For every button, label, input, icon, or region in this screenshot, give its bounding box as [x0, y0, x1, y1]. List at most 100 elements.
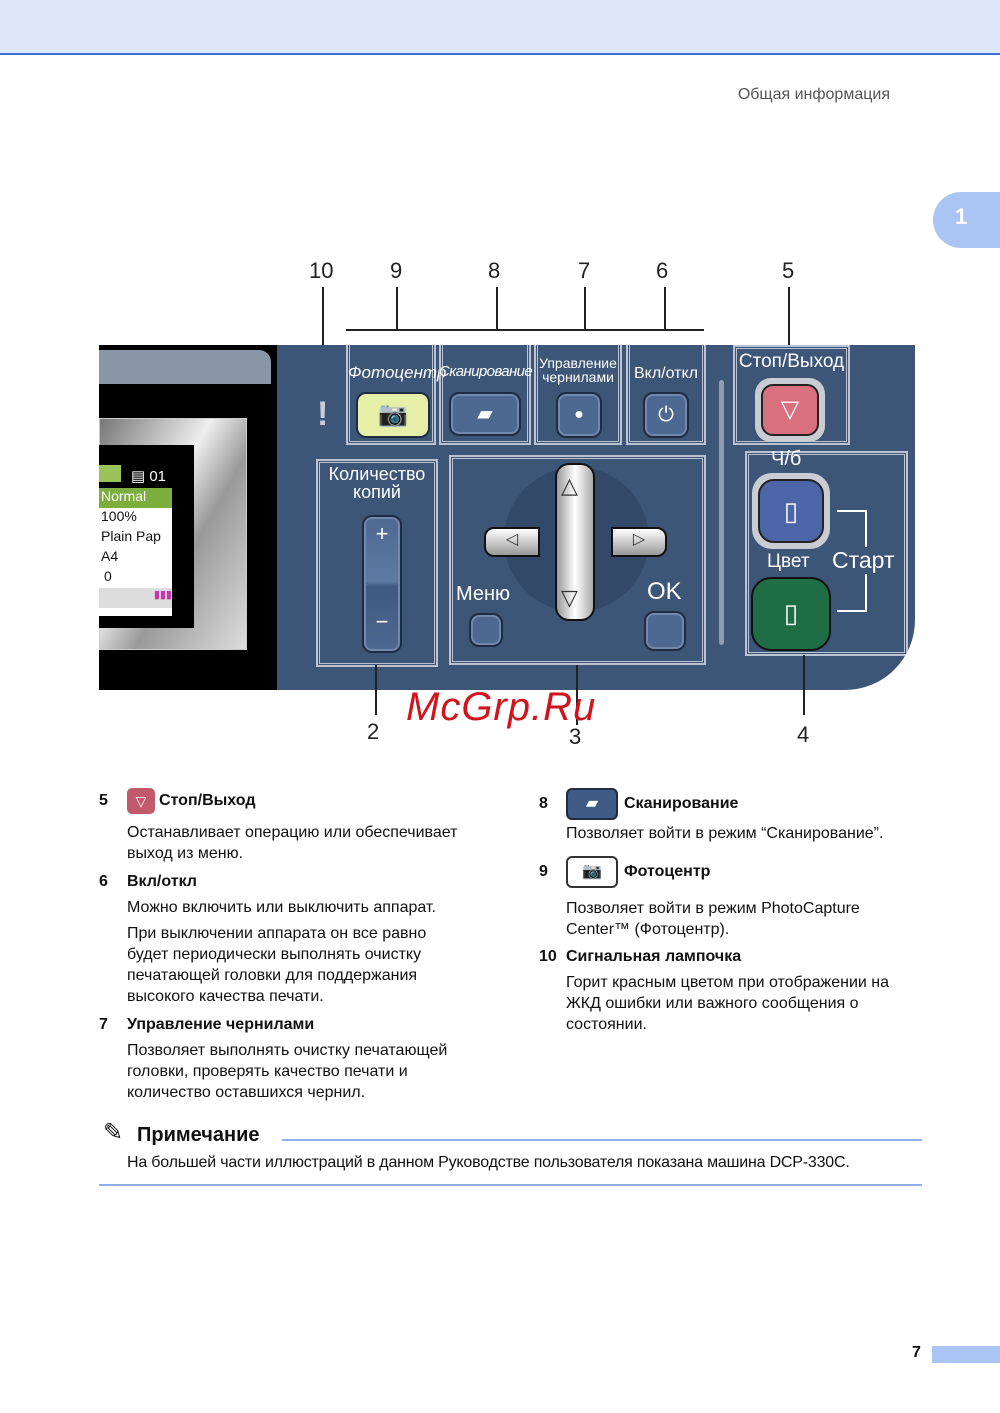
callout-5: 5 — [782, 258, 795, 283]
power-label: Вкл/откл — [633, 365, 699, 382]
copies-label-1: Количество — [328, 464, 426, 484]
stop-button[interactable]: ▽ — [755, 378, 825, 442]
callout-7: 7 — [578, 258, 591, 283]
copies-label-2: копий — [353, 482, 401, 502]
item-description: Позволяет выполнять очистку печатающей г… — [127, 1042, 448, 1101]
item-title: Управление чернилами — [127, 1016, 315, 1033]
power-group — [626, 345, 706, 445]
callout-4: 4 — [797, 722, 810, 747]
right-arrow-button[interactable]: ▷ — [611, 527, 667, 557]
callout-line — [496, 287, 498, 329]
item-title: Сканирование — [624, 795, 739, 812]
note-rule — [282, 1139, 922, 1141]
item-6-heading: 6 Вкл/откл — [99, 873, 499, 891]
item-title: Сигнальная лампочка — [566, 948, 742, 965]
item-number: 5 — [99, 792, 108, 809]
nav-vertical — [555, 463, 595, 621]
page-number: 7 — [912, 1344, 921, 1361]
color-start-button[interactable]: ▯ — [751, 577, 831, 651]
lcd-screen: ▤ 01 Normal 100% Plain Pap A4 0 ▮▮▮ — [99, 445, 194, 628]
callout-line — [576, 665, 578, 725]
color-label: Цвет — [767, 551, 810, 572]
callout-10: 10 — [309, 258, 334, 283]
callout-line — [803, 655, 805, 715]
callout-line — [664, 287, 666, 329]
chapter-tab[interactable]: 1 — [933, 192, 1000, 248]
item-description: Позволяет войти в режим PhotoCapture Cen… — [566, 900, 860, 938]
power-button[interactable]: ⏻ — [643, 392, 689, 438]
callout-8: 8 — [488, 258, 501, 283]
stop-icon: ▽ — [127, 788, 155, 814]
lcd-top-strip — [99, 350, 271, 384]
divider — [719, 380, 724, 645]
callout-6: 6 — [656, 258, 669, 283]
item-description: При выключении аппарата он все равно буд… — [127, 925, 427, 1005]
lcd-line: 0 — [104, 568, 112, 584]
ok-button[interactable] — [644, 611, 686, 651]
lcd-copies-value: 01 — [149, 468, 167, 485]
ink-label: Управление чернилами — [539, 355, 617, 385]
note-title: Примечание — [137, 1124, 260, 1146]
item-number: 10 — [539, 948, 557, 965]
left-arrow-button[interactable]: ◁ — [484, 527, 540, 557]
mono-label: Ч/б — [771, 448, 802, 470]
down-arrow-button[interactable]: ▽ — [561, 585, 578, 610]
item-8-heading: 8 ▰ Сканирование — [539, 788, 929, 820]
callout-9: 9 — [390, 258, 403, 283]
callout-line — [322, 287, 324, 382]
header-band — [0, 0, 1000, 55]
stop-group — [733, 345, 850, 445]
ink-level-icon: ▮▮▮ — [99, 588, 172, 608]
lcd-menu: Normal 100% Plain Pap A4 0 ▮▮▮ — [99, 488, 172, 616]
ok-label: OK — [647, 578, 682, 605]
item-10-heading: 10 Сигнальная лампочка — [539, 948, 929, 966]
mono-start-button[interactable]: ▯ — [752, 473, 830, 549]
item-number: 7 — [99, 1016, 108, 1033]
items-right: 8 ▰ Сканирование Позволяет войти в режим… — [539, 788, 929, 1035]
section-title: Общая информация — [737, 86, 890, 103]
photo-button[interactable]: 📷 — [356, 392, 430, 438]
photo-label: Фотоцентр — [348, 363, 447, 382]
copies-minus[interactable]: − — [375, 609, 389, 634]
item-title: Фотоцентр — [624, 863, 711, 880]
lcd-line: Normal — [99, 488, 172, 508]
scan-label: Сканирование — [439, 363, 533, 380]
photo-group — [346, 345, 436, 445]
camera-icon: 📷 — [566, 856, 618, 888]
item-description: Можно включить или выключить аппарат. — [127, 899, 436, 916]
watermark: McGrp.Ru — [406, 685, 597, 729]
note-bottom-rule — [99, 1184, 922, 1186]
nav-group — [449, 455, 706, 665]
document-icon: ▯ — [783, 598, 799, 628]
scan-button[interactable]: ▰ — [449, 392, 521, 436]
item-description: Останавливает операцию или обеспечивает … — [127, 824, 458, 862]
lcd-copies: ▤ 01 — [131, 468, 167, 485]
warning-led-icon: ! — [317, 395, 329, 433]
copies-plus[interactable]: + — [375, 521, 389, 546]
item-title: Вкл/откл — [127, 873, 197, 890]
callout-line — [788, 287, 790, 345]
power-icon: ⏻ — [658, 404, 674, 426]
menu-button[interactable] — [469, 613, 503, 647]
ink-button[interactable]: ● — [556, 392, 602, 438]
scanner-icon: ▰ — [566, 788, 618, 820]
stop-icon: ▽ — [761, 384, 819, 436]
item-description: Позволяет войти в режим “Сканирование”. — [566, 825, 884, 842]
callout-3: 3 — [569, 724, 582, 749]
footer-bar — [932, 1346, 1000, 1363]
item-number: 8 — [539, 795, 548, 812]
stop-label: Стоп/Выход — [738, 351, 845, 372]
up-arrow-button[interactable]: △ — [561, 473, 578, 498]
scan-group — [439, 345, 531, 445]
copies-group — [316, 459, 438, 667]
items-left: 5 ▽ Стоп/Выход Останавливает операцию ил… — [99, 788, 499, 1103]
camera-icon: 📷 — [378, 401, 408, 428]
copies-rocker[interactable]: + − — [362, 515, 402, 653]
item-title: Стоп/Выход — [159, 792, 256, 809]
lcd-line: A4 — [101, 548, 119, 564]
note-text: На большей части иллюстраций в данном Ру… — [127, 1154, 850, 1171]
lcd-line: Plain Pap — [101, 528, 161, 544]
scanner-icon: ▰ — [477, 403, 493, 425]
lcd-tab — [99, 465, 121, 482]
